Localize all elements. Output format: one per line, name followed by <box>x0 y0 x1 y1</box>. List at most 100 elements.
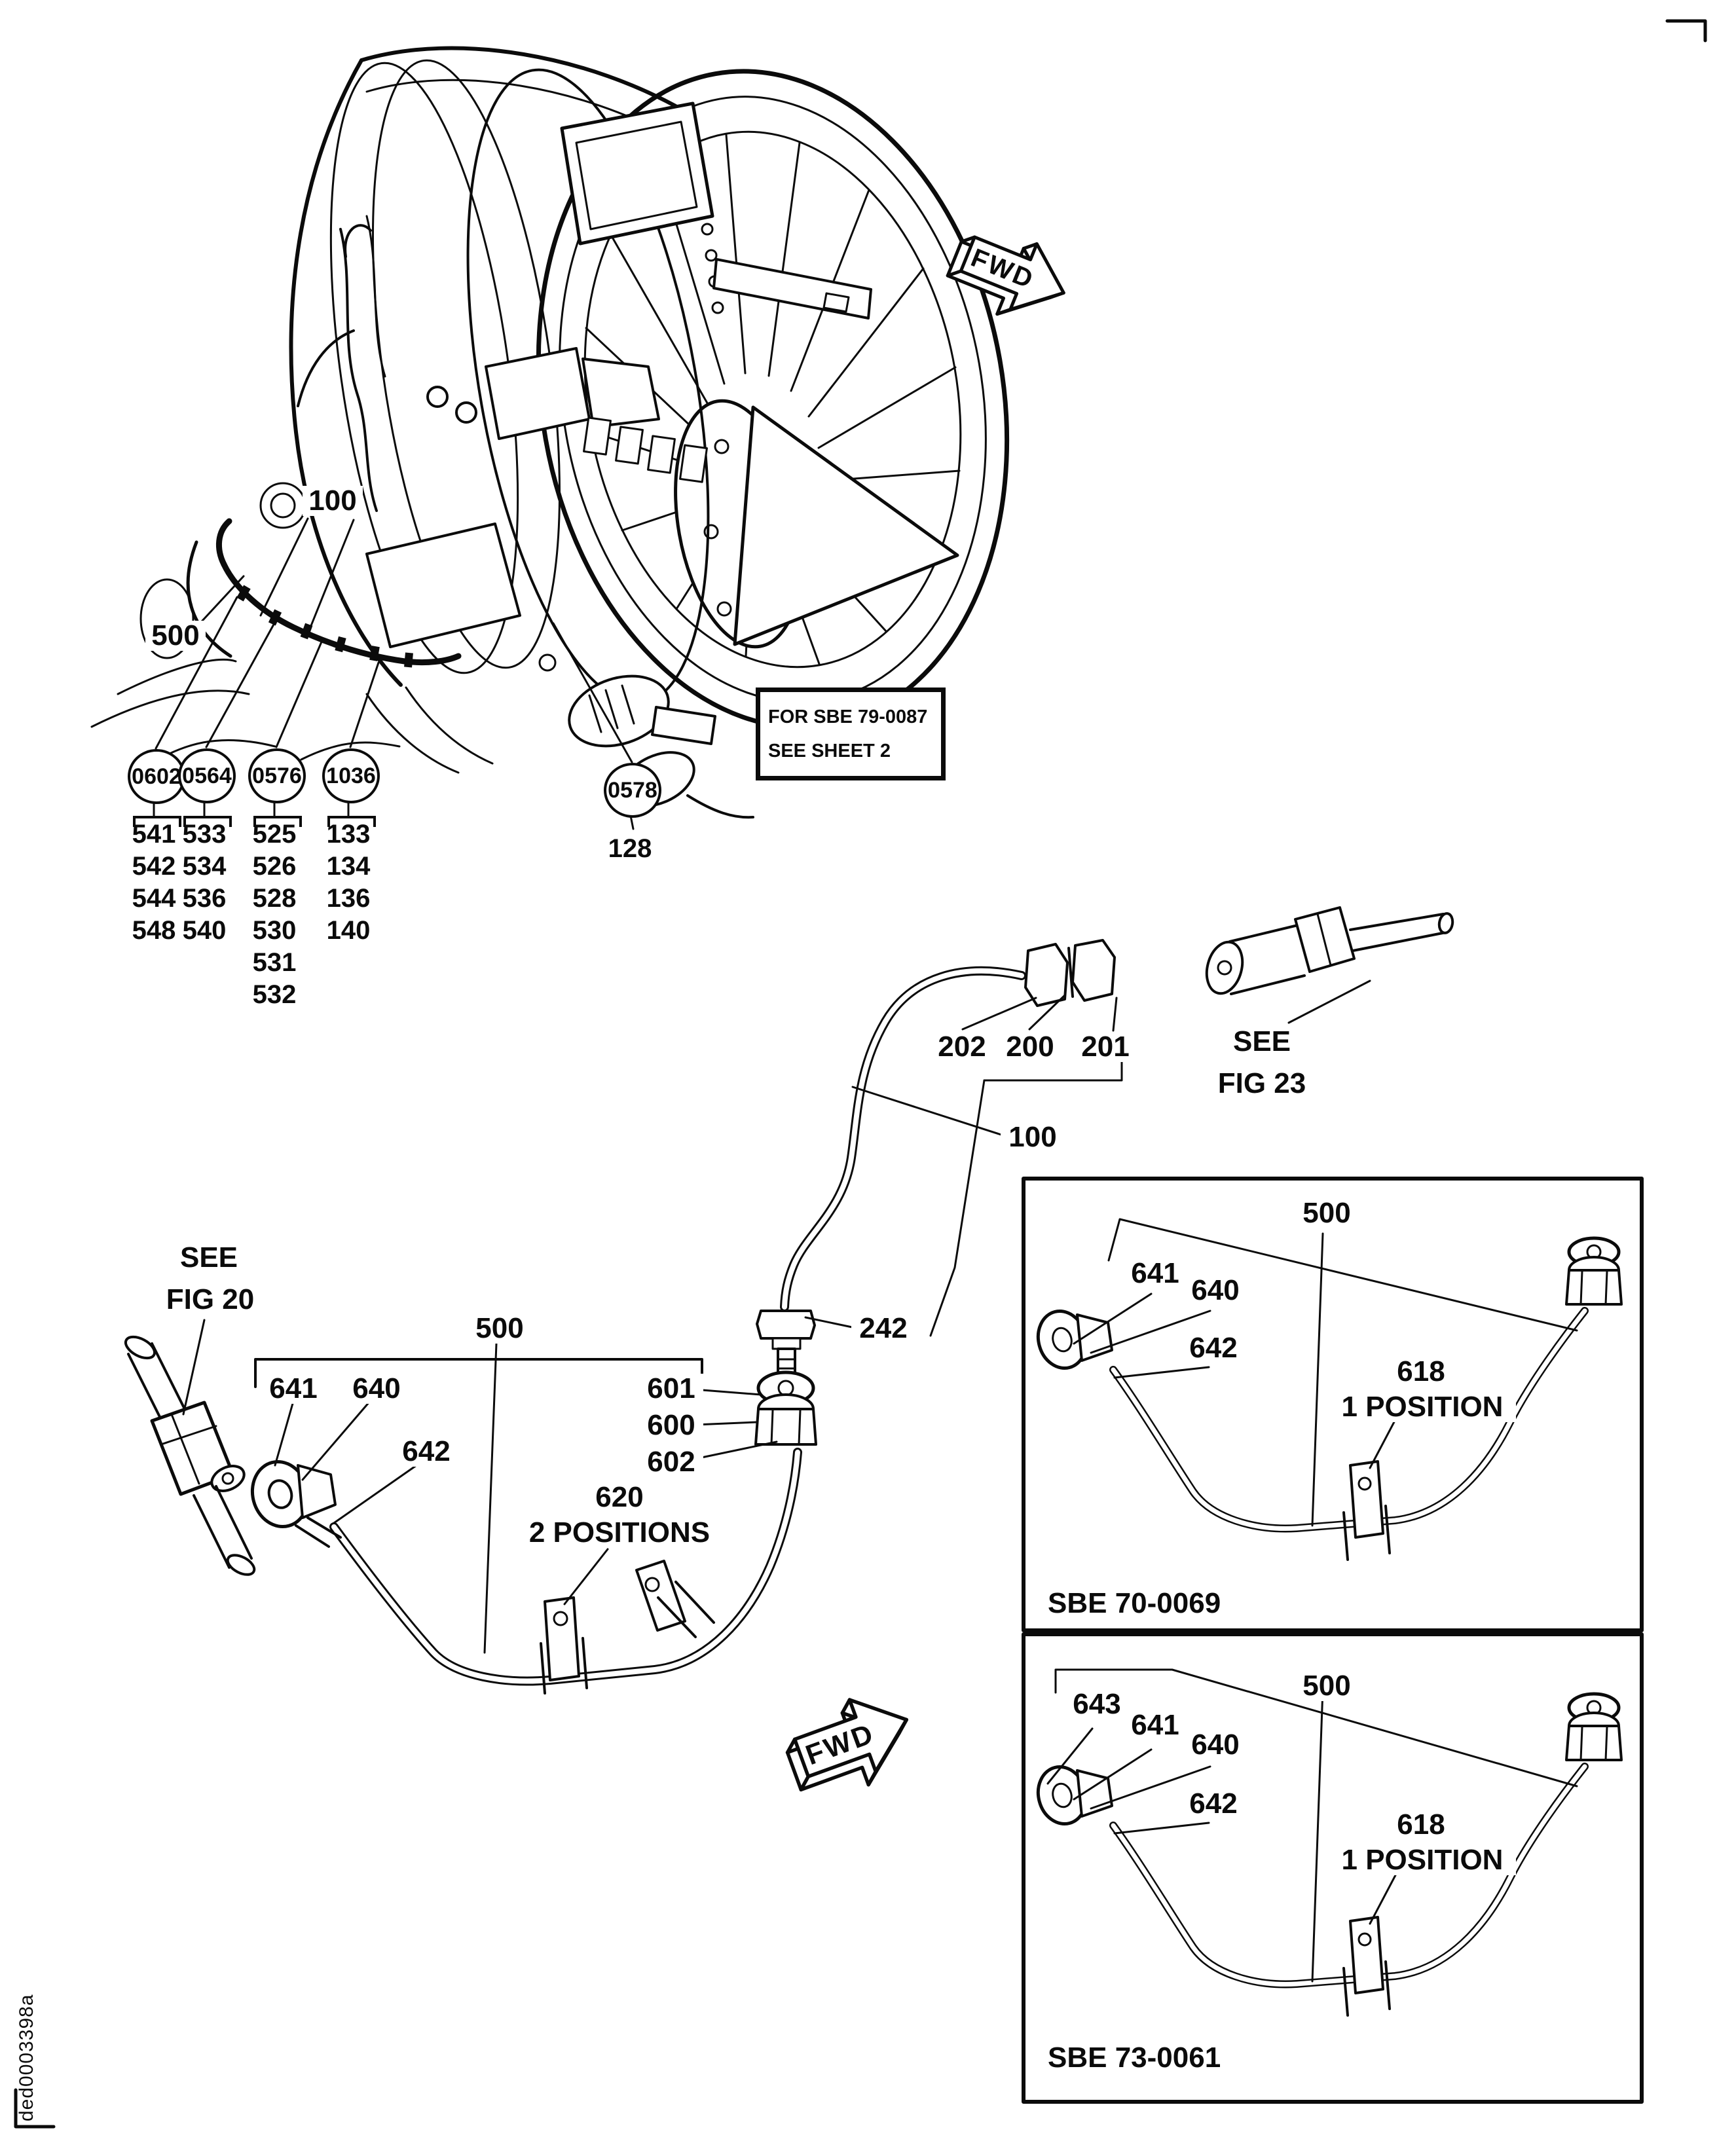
list-bracket-1036 <box>327 816 376 827</box>
label-main-640: 640 <box>344 1373 409 1404</box>
inset1-title: SBE 70-0069 <box>1045 1587 1224 1620</box>
label-main-601: 601 <box>639 1373 703 1404</box>
inset-box-sbe-70-0069 <box>1022 1177 1644 1632</box>
spinner-cone <box>733 405 959 646</box>
document-code: ded0003398a <box>16 1994 37 2121</box>
part-number: 525 <box>252 820 297 849</box>
fig20-part <box>124 1319 256 1576</box>
part-list-0578: 128 <box>594 833 666 865</box>
label-200: 200 <box>998 1031 1062 1063</box>
lower-pipe <box>300 741 401 761</box>
gearbox-bolt <box>538 653 557 672</box>
part-list-1036: 133 134 136 140 <box>312 818 384 947</box>
label-main-620-note: 2 POSITIONS <box>509 1517 729 1549</box>
main-assembly-500 <box>250 1342 817 1695</box>
inset-box-1-border <box>1022 1177 1644 1632</box>
part-number: 140 <box>326 916 371 945</box>
nut-202 <box>1024 943 1069 1007</box>
label-main-620: 620 <box>587 1482 652 1513</box>
part-number: 544 <box>132 884 176 913</box>
casing-pipe <box>297 329 355 407</box>
label-main-500: 500 <box>468 1313 532 1344</box>
label-see-fig20-line1: SEE <box>174 1242 244 1274</box>
engine-leader-lines <box>153 517 635 830</box>
washer-200 <box>1067 947 1074 998</box>
coupling-cylinder <box>651 706 716 745</box>
valve-row <box>583 416 708 483</box>
note-box-line2: SEE SHEET 2 <box>768 741 891 761</box>
banjo-eye <box>267 1479 293 1509</box>
lower-pipe <box>117 659 237 695</box>
lower-pipe <box>90 689 250 728</box>
tube-outline <box>780 966 1026 1311</box>
gearbox <box>365 522 521 648</box>
engine-label-100: 100 <box>303 485 363 517</box>
inset1-label-640: 640 <box>1183 1275 1247 1306</box>
part-number: 540 <box>182 916 227 945</box>
part-number: 531 <box>252 948 297 977</box>
hub-bolt <box>714 439 729 454</box>
inset2-label-642: 642 <box>1181 1788 1246 1820</box>
label-242: 242 <box>851 1313 915 1344</box>
bolt <box>705 249 718 262</box>
label-see-fig23-line2: FIG 23 <box>1204 1068 1320 1099</box>
list-bracket-0564 <box>183 816 232 827</box>
part-number: 532 <box>252 980 297 1009</box>
inset2-clamp-618 <box>1349 1916 1384 1994</box>
fig20-leader <box>182 1319 206 1416</box>
harness-clamps <box>236 585 413 668</box>
tube-core <box>782 968 1024 1310</box>
ribbed-hose-tail <box>686 794 754 819</box>
inset1-tube-core <box>1111 1308 1587 1531</box>
inset1-label-642: 642 <box>1181 1332 1246 1364</box>
label-main-600: 600 <box>639 1410 703 1441</box>
part-list-0576: 525 526 528 530 531 532 <box>238 818 310 1011</box>
note-box: FOR SBE 79-0087 SEE SHEET 2 <box>756 688 946 780</box>
inset2-fitting-hex <box>1565 1725 1623 1761</box>
casing-pipe <box>344 224 372 258</box>
inset2-label-640: 640 <box>1183 1729 1247 1761</box>
part-number: 526 <box>252 852 297 881</box>
tube-assembly-100 <box>756 906 1454 1384</box>
part-number: 128 <box>608 834 652 863</box>
gearbox-port-inner <box>270 492 296 519</box>
list-bracket-0576 <box>253 816 302 827</box>
label-see-fig20-line2: FIG 20 <box>152 1284 268 1315</box>
inset1-label-641: 641 <box>1123 1258 1187 1289</box>
label-main-602: 602 <box>639 1446 703 1478</box>
fwd-arrow-top: FWD <box>946 235 1065 316</box>
manifold-knob <box>455 401 477 424</box>
part-number: 134 <box>326 852 371 881</box>
part-number: 534 <box>182 852 227 881</box>
flex-coupling-ribs <box>588 684 635 733</box>
inset-box-sbe-73-0061 <box>1022 1632 1644 2104</box>
manifold-box <box>485 347 591 440</box>
part-number: 536 <box>182 884 227 913</box>
fitting-602-body <box>754 1408 817 1446</box>
casing-pipe <box>365 215 386 378</box>
label-main-642: 642 <box>394 1436 458 1467</box>
inset2-title: SBE 73-0061 <box>1045 2042 1224 2074</box>
inset1-label-618: 618 <box>1389 1356 1453 1387</box>
clamp-620 <box>544 1596 580 1681</box>
mount-beam <box>712 258 872 320</box>
nut-201 <box>1071 939 1116 1002</box>
casing-top-outline <box>360 46 687 113</box>
part-number: 136 <box>326 884 371 913</box>
corner-mark-bottom-left <box>14 2088 56 2129</box>
label-tube-100: 100 <box>1001 1122 1065 1153</box>
inset1-clamp-618 <box>1349 1460 1384 1539</box>
part-number: 548 <box>132 916 176 945</box>
bolt <box>711 301 724 314</box>
main-assembly-leaders <box>254 1342 778 1654</box>
wiring-harness <box>221 561 462 666</box>
fitting-242-collar <box>771 1337 802 1350</box>
part-list-0602: 541 542 544 548 <box>118 818 190 947</box>
part-number: 133 <box>326 820 371 849</box>
casing-band <box>329 62 519 674</box>
manifold-knob <box>426 386 449 408</box>
inset1-fitting-hex <box>1565 1269 1623 1306</box>
casing-pipe <box>339 228 378 512</box>
